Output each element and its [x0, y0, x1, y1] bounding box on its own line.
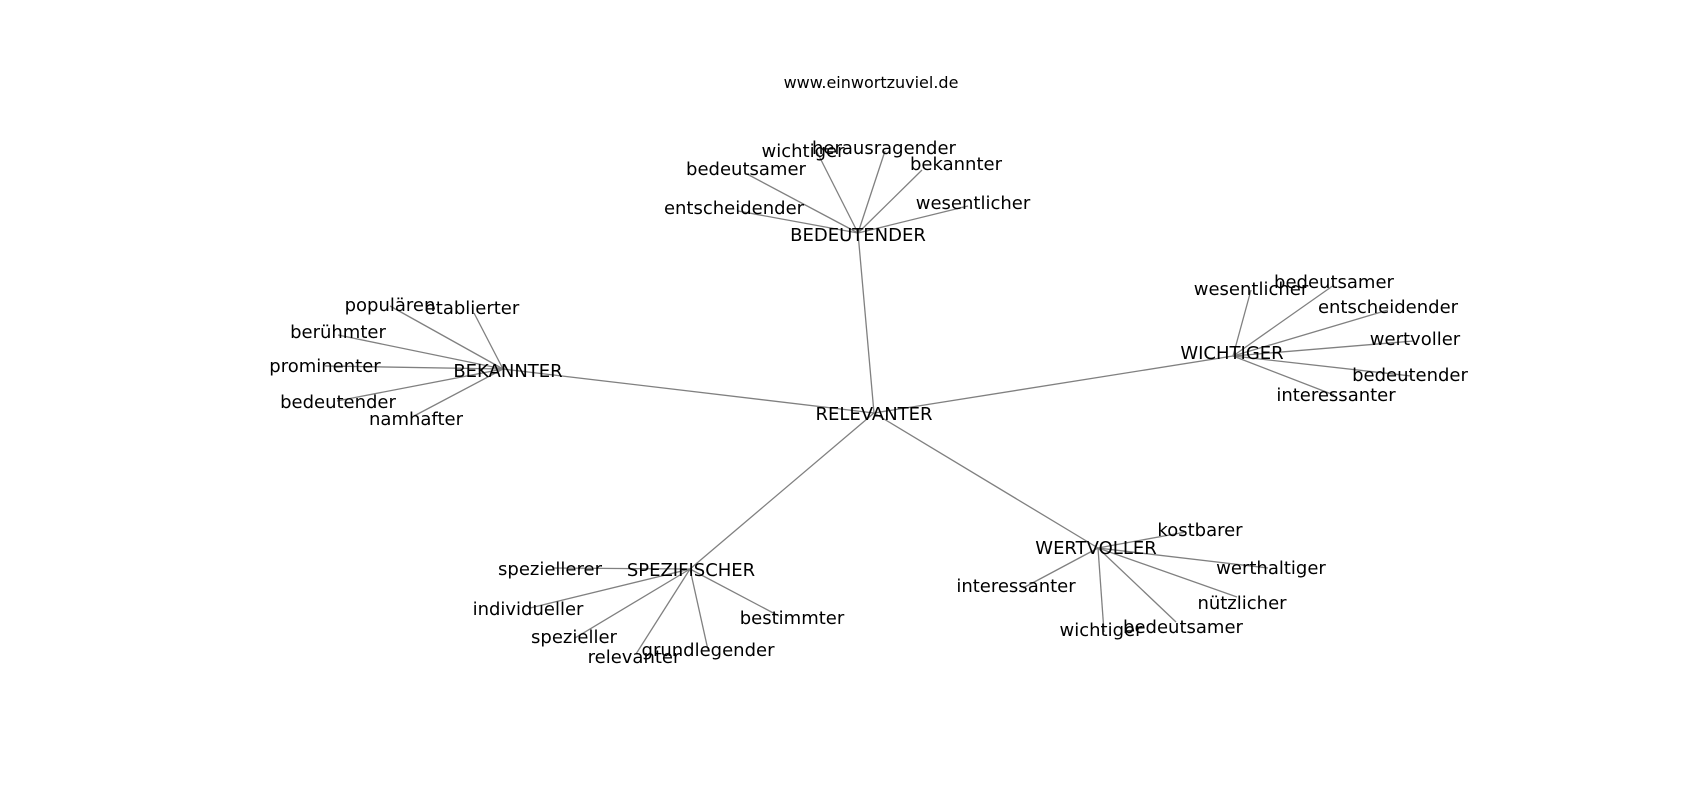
edge-bekannter-leaf	[389, 305, 504, 370]
leaf-node-label: bedeutsamer	[686, 159, 806, 180]
edge-wertvoller-leaf	[1097, 547, 1269, 569]
leaf-node-label: bestimmter	[740, 608, 845, 629]
leaf-node-label: kostbarer	[1157, 520, 1243, 541]
edge-wichtiger-leaf	[1232, 355, 1335, 396]
edge-root-to-wertvoller	[873, 412, 1099, 549]
edge-wichtiger-leaf	[1232, 289, 1252, 357]
leaf-node-label: interessanter	[956, 576, 1076, 597]
leaf-node-label: bedeutender	[1352, 365, 1468, 386]
leaf-node-label: namhafter	[369, 409, 464, 430]
edge-wichtiger-leaf	[1232, 309, 1389, 357]
root-node-label: RELEVANTER	[815, 404, 932, 425]
site-title: www.einwortzuviel.de	[784, 73, 959, 92]
cluster-node-label: BEKANNTER	[453, 361, 562, 382]
edge-wichtiger-leaf	[1232, 355, 1412, 377]
edge-bekannter-leaf	[336, 368, 504, 402]
edge-wertvoller-leaf	[1097, 547, 1177, 623]
edge-bekannter-leaf	[413, 368, 504, 417]
edge-wichtiger-leaf	[1232, 340, 1415, 357]
leaf-node-label: speziellerer	[498, 559, 603, 580]
edge-bedeutender-leaf	[746, 173, 859, 234]
cluster-node-label: WICHTIGER	[1180, 343, 1283, 364]
leaf-node-label: entscheidender	[664, 198, 805, 219]
edge-wichtiger-leaf	[1232, 284, 1335, 357]
edge-bekannter-leaf	[473, 312, 504, 370]
cluster-node-label: SPEZIFISCHER	[627, 560, 755, 581]
edge-spezifischer-leaf	[529, 568, 691, 609]
leaf-node-label: prominenter	[269, 356, 381, 377]
edge-spezifischer-leaf	[635, 568, 691, 655]
edge-spezifischer-leaf	[689, 568, 709, 651]
leaf-node-label: populären	[345, 295, 436, 316]
leaf-node-label: spezieller	[531, 627, 617, 648]
edge-wertvoller-leaf	[1097, 547, 1238, 598]
edge-root-to-bedeutender	[857, 232, 875, 414]
leaf-node-label: bedeutsamer	[1123, 617, 1243, 638]
edges-group	[324, 149, 1415, 655]
leaf-node-label: entscheidender	[1318, 297, 1459, 318]
edge-spezifischer-leaf	[689, 568, 780, 617]
edge-bedeutender-leaf	[857, 205, 969, 234]
leaf-node-label: bekannter	[910, 154, 1003, 175]
leaf-node-label: interessanter	[1276, 385, 1396, 406]
leaf-node-label: wesentlicher	[1194, 279, 1309, 300]
edge-bekannter-leaf	[324, 365, 504, 370]
edge-bedeutender-leaf	[737, 210, 859, 234]
edge-bedeutender-leaf	[815, 149, 859, 234]
edge-bekannter-leaf	[337, 334, 504, 370]
edge-wertvoller-leaf	[1097, 531, 1187, 549]
labels-group: RELEVANTERBEDEUTENDERwichtigerherausrage…	[269, 138, 1468, 668]
leaf-node-label: bedeutender	[280, 392, 396, 413]
edge-wertvoller-leaf	[1097, 547, 1105, 633]
leaf-node-label: relevanter	[588, 647, 681, 668]
edge-wertvoller-leaf	[1022, 547, 1099, 589]
edge-bedeutender-leaf	[857, 150, 886, 234]
leaf-node-label: wesentlicher	[916, 193, 1031, 214]
leaf-node-label: nützlicher	[1197, 593, 1287, 614]
edge-root-to-wichtiger	[873, 355, 1234, 414]
cluster-node-label: WERTVOLLER	[1035, 538, 1156, 559]
leaf-node-label: wichtiger	[1060, 620, 1144, 641]
leaf-node-label: grundlegender	[642, 640, 776, 661]
leaf-node-label: werthaltiger	[1216, 558, 1326, 579]
edge-root-to-bekannter	[502, 368, 875, 414]
edge-spezifischer-leaf	[551, 567, 691, 570]
leaf-node-label: wichtiger	[762, 141, 846, 162]
leaf-node-label: herausragender	[812, 138, 957, 159]
edge-bedeutender-leaf	[857, 169, 923, 234]
edge-spezifischer-leaf	[574, 568, 691, 639]
leaf-node-label: etablierter	[425, 298, 520, 319]
leaf-node-label: individueller	[473, 599, 584, 620]
leaf-node-label: wertvoller	[1370, 329, 1461, 350]
leaf-node-label: bedeutsamer	[1274, 272, 1394, 293]
leaf-node-label: berühmter	[290, 322, 386, 343]
cluster-node-label: BEDEUTENDER	[790, 225, 926, 246]
edge-root-to-spezifischer	[689, 412, 875, 570]
